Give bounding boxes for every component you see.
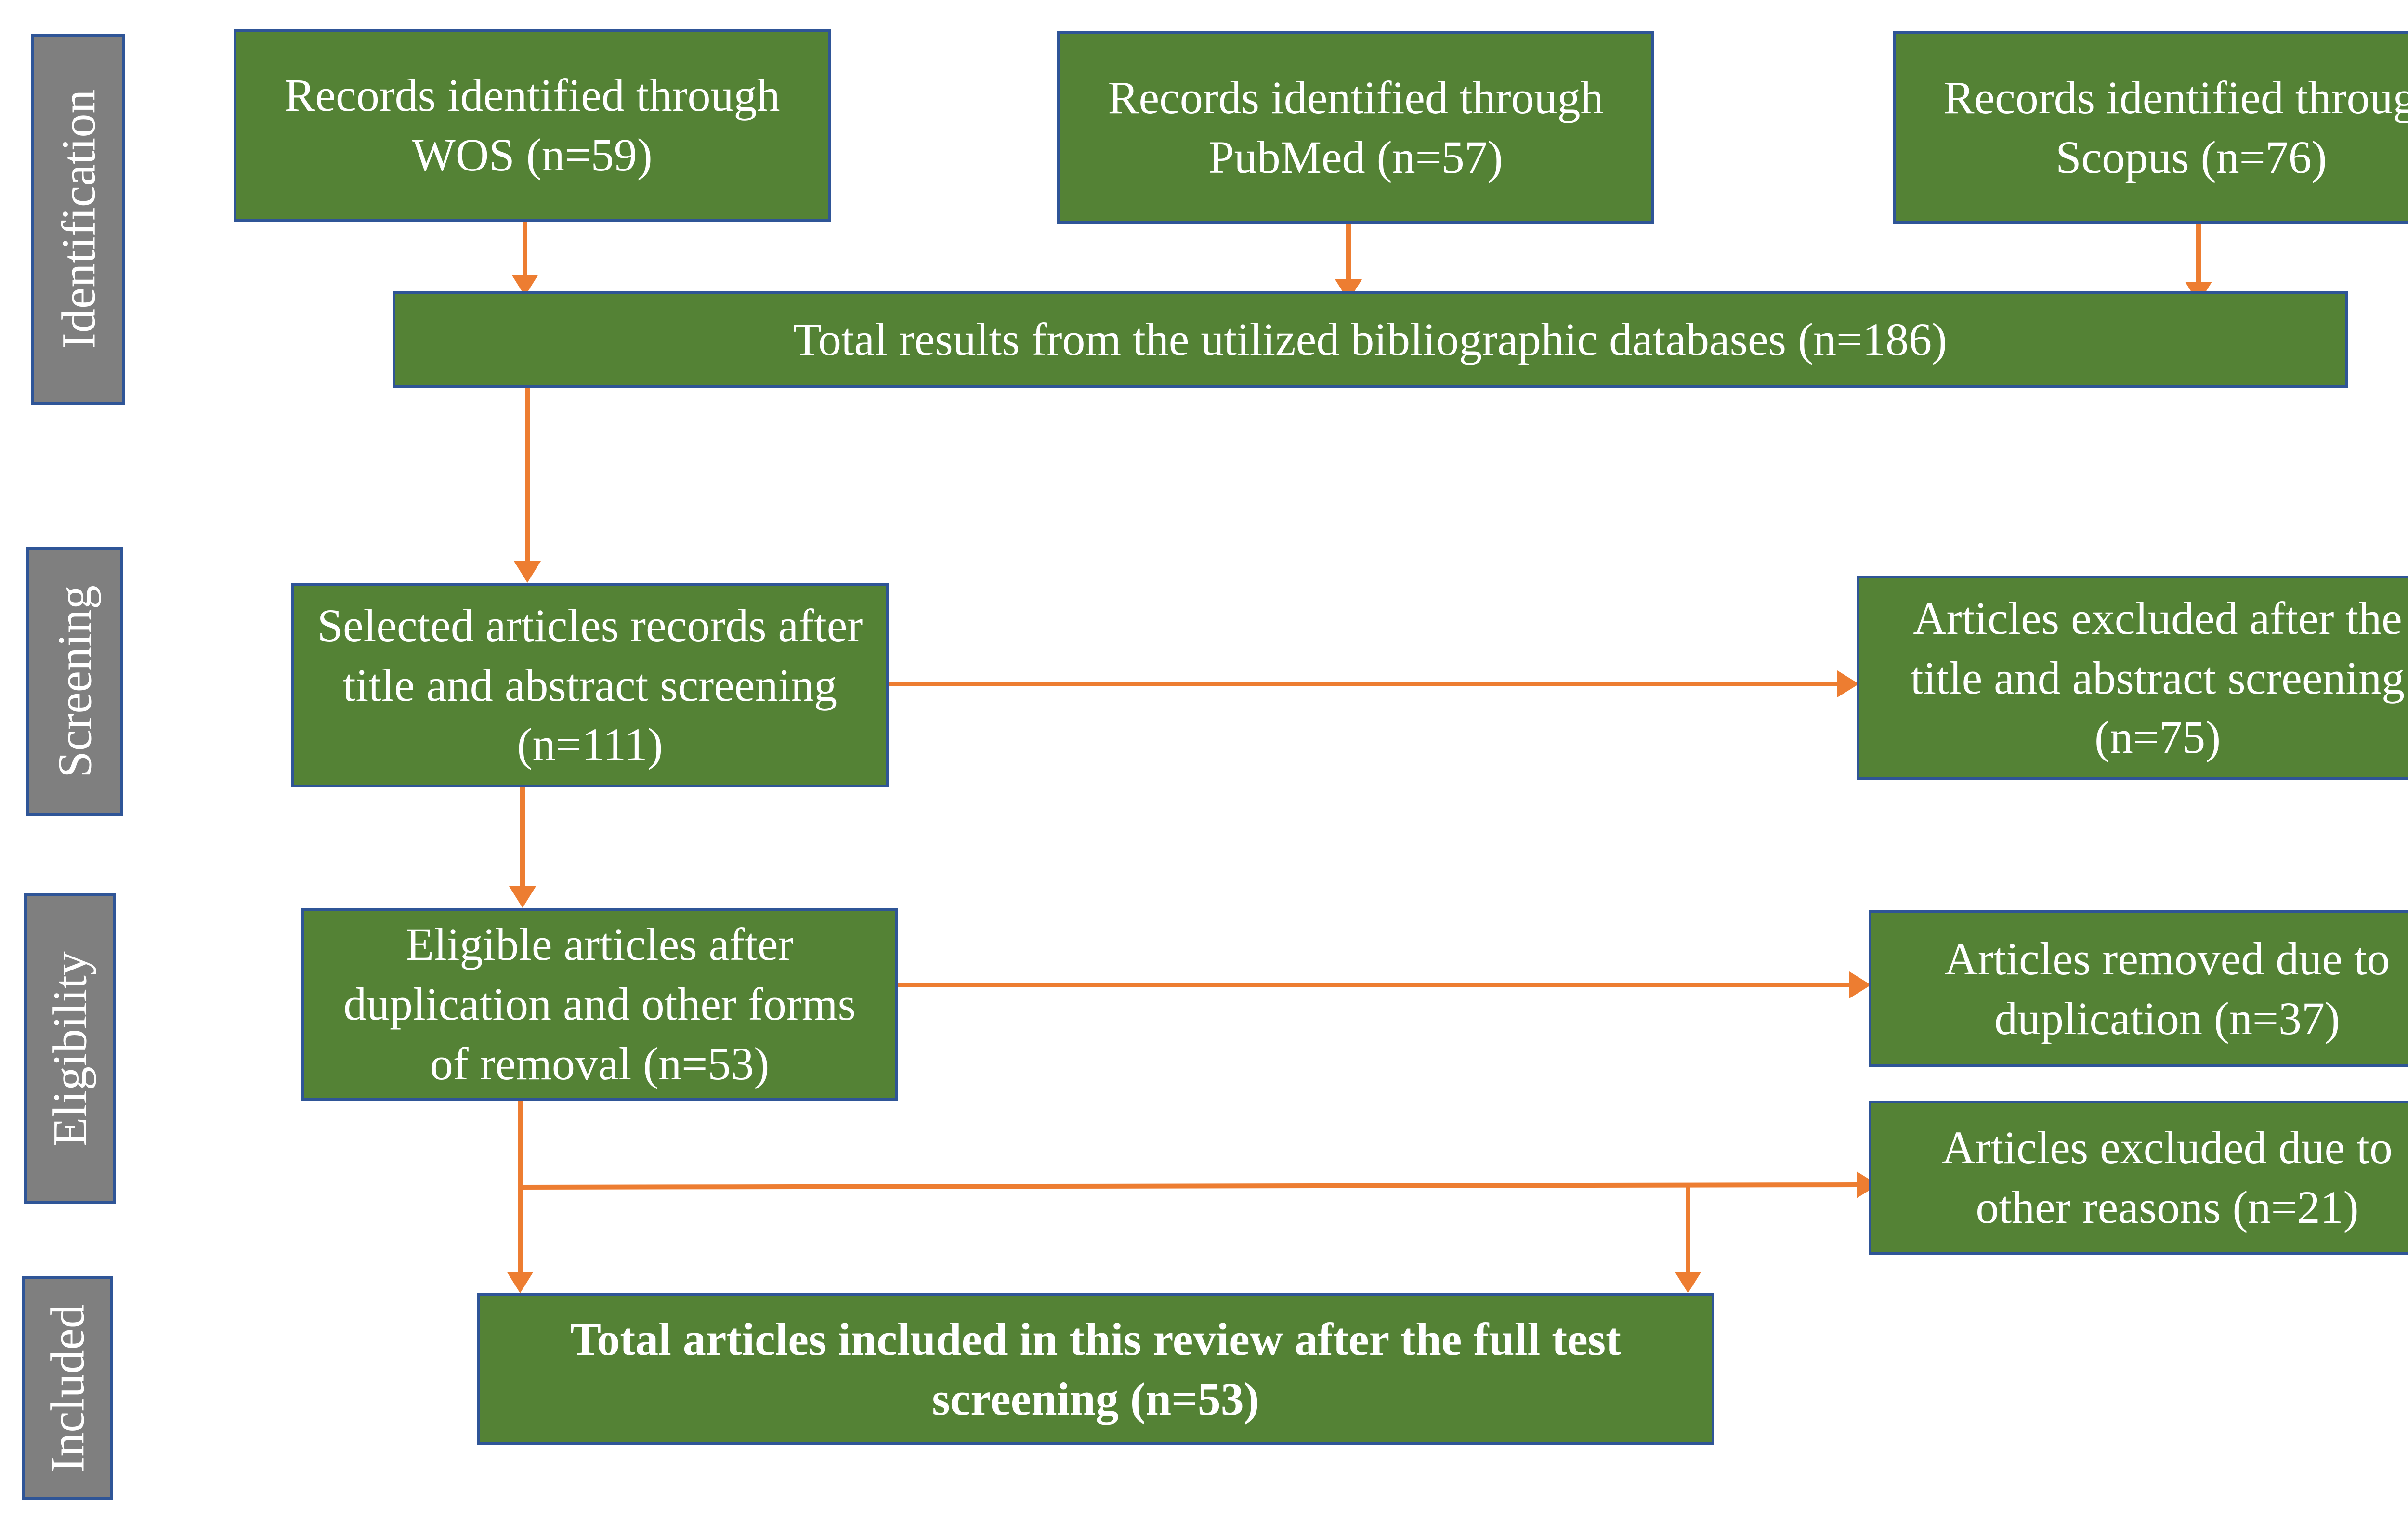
stage-eligibility-label: Eligibility xyxy=(43,951,97,1147)
box-selected-articles-text: Selected articles records after title an… xyxy=(317,599,863,771)
box-selected-articles: Selected articles records after title an… xyxy=(291,583,889,787)
arrow-branch-to-excluded-other xyxy=(520,1182,1857,1190)
stage-identification-label: Identification xyxy=(52,89,105,349)
stage-included-label: Included xyxy=(40,1304,94,1473)
box-records-wos-text: Records identified through WOS (n=59) xyxy=(284,69,780,181)
stage-identification: Identification xyxy=(31,34,125,405)
box-total-results: Total results from the utilized bibliogr… xyxy=(393,291,2348,388)
box-total-results-text: Total results from the utilized bibliogr… xyxy=(793,314,1948,366)
box-excluded-other-reasons-text: Articles excluded due to other reasons (… xyxy=(1942,1122,2393,1233)
box-records-wos: Records identified through WOS (n=59) xyxy=(234,29,831,222)
box-removed-duplication-text: Articles removed due to duplication (n=3… xyxy=(1944,932,2390,1044)
arrowhead-eligible-to-removed xyxy=(1849,971,1871,998)
arrowhead-selected-to-eligible xyxy=(509,886,536,908)
box-records-scopus: Records identified through Scopus (n=76) xyxy=(1893,31,2408,224)
arrowhead-pubmed-to-total xyxy=(1335,279,1362,301)
arrowhead-wos-to-total xyxy=(511,275,538,296)
arrowhead-selected-to-excluded xyxy=(1837,670,1859,697)
box-records-pubmed-text: Records identified through PubMed (n=57) xyxy=(1108,72,1604,183)
arrowhead-eligible-to-included xyxy=(507,1272,534,1293)
box-eligible-articles: Eligible articles after duplication and … xyxy=(301,908,898,1101)
box-removed-duplication: Articles removed due to duplication (n=3… xyxy=(1869,910,2408,1067)
stage-screening-label: Screening xyxy=(48,585,102,778)
arrowhead-branch-to-included xyxy=(1675,1272,1701,1293)
box-excluded-other-reasons: Articles excluded due to other reasons (… xyxy=(1869,1101,2408,1255)
arrowhead-branch-to-excluded-other xyxy=(1857,1171,1878,1198)
box-records-scopus-text: Records identified through Scopus (n=76) xyxy=(1943,72,2408,183)
box-records-pubmed: Records identified through PubMed (n=57) xyxy=(1057,31,1654,224)
box-total-included: Total articles included in this review a… xyxy=(477,1293,1714,1445)
box-excluded-title-abstract-text: Articles excluded after the title and ab… xyxy=(1910,592,2405,763)
stage-screening: Screening xyxy=(26,547,123,816)
stage-included: Included xyxy=(22,1276,113,1500)
box-excluded-title-abstract: Articles excluded after the title and ab… xyxy=(1857,576,2408,780)
box-total-included-text: Total articles included in this review a… xyxy=(570,1313,1622,1425)
box-eligible-articles-text: Eligible articles after duplication and … xyxy=(343,918,856,1089)
stage-eligibility: Eligibility xyxy=(24,893,116,1204)
arrowhead-total-to-selected xyxy=(514,561,541,583)
